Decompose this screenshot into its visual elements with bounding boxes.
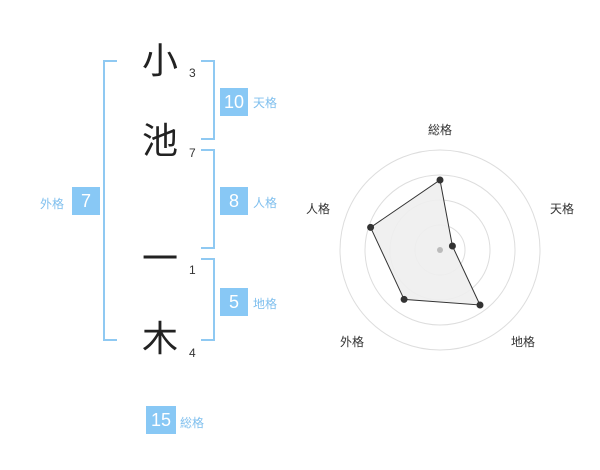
- tenkaku-value-badge: 10: [220, 88, 248, 116]
- radar-axis-label-chikaku: 地格: [511, 334, 535, 349]
- name-char-4: 木: [141, 319, 178, 360]
- stroke-count-2: 7: [189, 146, 196, 160]
- fortune-radar-chart: 総格 天格 地格 外格 人格: [306, 122, 574, 351]
- radar-axis-label-soukaku: 総格: [428, 122, 452, 137]
- stroke-count-4: 4: [189, 346, 196, 360]
- radar-data-area: [369, 179, 481, 306]
- name-char-1: 小: [141, 41, 178, 82]
- radar-grid-ring: [339, 149, 541, 351]
- tenkaku-label: 天格: [253, 96, 278, 110]
- radar-grid-ring: [364, 174, 516, 326]
- stroke-count-1: 3: [189, 66, 196, 80]
- chikaku-value-badge: 5: [220, 288, 248, 316]
- gaikaku-label: 外格: [40, 197, 65, 211]
- radar-axis-label-tenkaku: 天格: [550, 201, 574, 216]
- radar-center-dot: [437, 247, 443, 253]
- radar-axis-label-gaikaku: 外格: [340, 334, 364, 349]
- soukaku-value-badge: 15: [146, 406, 176, 434]
- radar-point-4: [400, 295, 408, 303]
- name-char-2: 池: [141, 121, 178, 162]
- jinkaku-bracket: [201, 149, 215, 249]
- stroke-count-3: 1: [189, 263, 196, 277]
- soukaku-label: 総格: [180, 416, 205, 430]
- jinkaku-label: 人格: [253, 196, 278, 210]
- radar-point-2: [448, 242, 456, 250]
- gaikaku-bracket: [103, 60, 117, 341]
- radar-point-3: [476, 301, 484, 309]
- jinkaku-value-badge: 8: [220, 187, 248, 215]
- radar-point-5: [367, 223, 375, 231]
- chikaku-label: 地格: [253, 297, 278, 311]
- radar-data-points: [367, 176, 484, 309]
- tenkaku-bracket: [201, 60, 215, 140]
- radar-axis-label-jinkaku: 人格: [306, 201, 330, 216]
- gaikaku-value-badge: 7: [72, 187, 100, 215]
- radar-point-1: [436, 176, 444, 184]
- name-char-3: 一: [141, 239, 178, 280]
- chikaku-bracket: [201, 258, 215, 341]
